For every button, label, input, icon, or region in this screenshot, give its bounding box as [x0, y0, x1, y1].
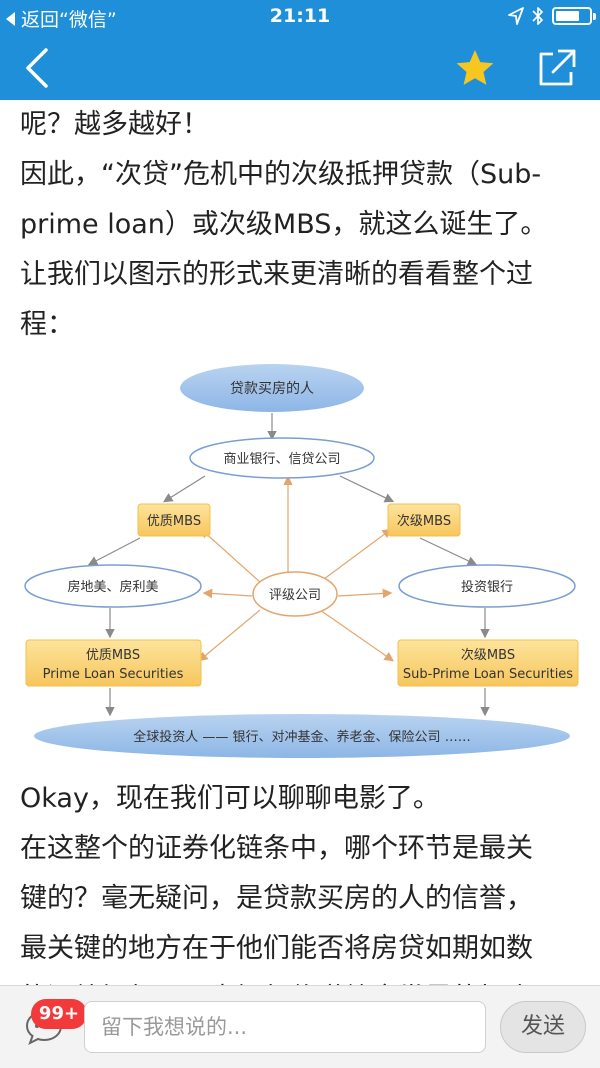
- borrower-label: 贷款买房的人: [230, 381, 314, 397]
- status-bar: 返回“微信” 21:11: [0, 0, 600, 34]
- investors-label: 全球投资人 —— 银行、对冲基金、养老金、保险公司 ……: [133, 729, 470, 745]
- subprime-mbs-node: [387, 503, 461, 537]
- borrower-node: [180, 364, 364, 412]
- back-to-wechat[interactable]: 返回“微信”: [6, 5, 117, 32]
- chevron-left-icon[interactable]: [18, 46, 58, 90]
- subprime-securities-title: 次级MBS: [461, 647, 515, 663]
- article-line: 在这整个的证券化链条中，哪个环节是最关: [20, 833, 533, 864]
- nav-bar: [0, 34, 600, 100]
- comment-input[interactable]: 留下我想说的...: [84, 1001, 486, 1053]
- subprime-mbs-label: 次级MBS: [397, 513, 451, 529]
- article-line: Okay，现在我们可以聊聊电影了。: [20, 783, 440, 814]
- star-icon[interactable]: [455, 48, 495, 88]
- article-body-top: 呢？越多越好！ 因此，“次贷”危机中的次级抵押贷款（Sub- prime loa…: [20, 100, 585, 350]
- prime-securities-node: [25, 639, 202, 687]
- article-line: 最关键的地方在于他们能否将房贷如期如数: [20, 933, 533, 964]
- rating-label: 评级公司: [269, 588, 321, 603]
- securitization-diagram: 贷款买房的人 商业银行、信贷公司 优质MBS 次级MBS 房地美、房利美 评级公…: [20, 352, 585, 772]
- prime-mbs-node: [137, 503, 211, 537]
- share-icon[interactable]: [536, 48, 578, 88]
- back-triangle-icon: [6, 11, 15, 26]
- investors-node: [34, 714, 570, 758]
- investment-bank-node: [398, 564, 576, 608]
- banks-label: 商业银行、信贷公司: [223, 452, 340, 467]
- banks-node: [189, 437, 375, 479]
- article-line: prime loan）或次级MBS，就这么诞生了。: [20, 209, 548, 240]
- diagram-connectors: [87, 413, 490, 717]
- status-time: 21:11: [269, 5, 331, 27]
- bluetooth-icon: [532, 7, 543, 25]
- gse-label: 房地美、房利美: [67, 579, 158, 595]
- article-line: 程：: [20, 309, 74, 340]
- comment-bar: 99+ 留下我想说的... 发送: [0, 985, 600, 1068]
- article-line: 让我们以图示的形式来更清晰的看看整个过: [20, 259, 533, 290]
- investment-bank-label: 投资银行: [461, 579, 513, 595]
- location-arrow-icon: [508, 7, 524, 25]
- subprime-securities-node: [397, 639, 579, 687]
- subprime-securities-subtitle: Sub-Prime Loan Securities: [403, 667, 573, 682]
- send-button[interactable]: 发送: [500, 1001, 586, 1053]
- article-line: 呢？越多越好！: [20, 109, 209, 140]
- rating-node: [252, 571, 338, 617]
- prime-securities-title: 优质MBS: [86, 648, 140, 663]
- article-line: 键的？毫无疑问，是贷款买房的人的信誉，: [20, 883, 533, 914]
- battery-icon: [552, 7, 596, 25]
- back-to-wechat-label: 返回“微信”: [21, 9, 117, 31]
- prime-mbs-label: 优质MBS: [147, 514, 201, 529]
- comment-count-badge: 99+: [31, 999, 87, 1029]
- article-line: 因此，“次贷”危机中的次级抵押贷款（Sub-: [20, 159, 542, 190]
- prime-securities-subtitle: Prime Loan Securities: [43, 667, 184, 682]
- gse-node: [24, 564, 202, 608]
